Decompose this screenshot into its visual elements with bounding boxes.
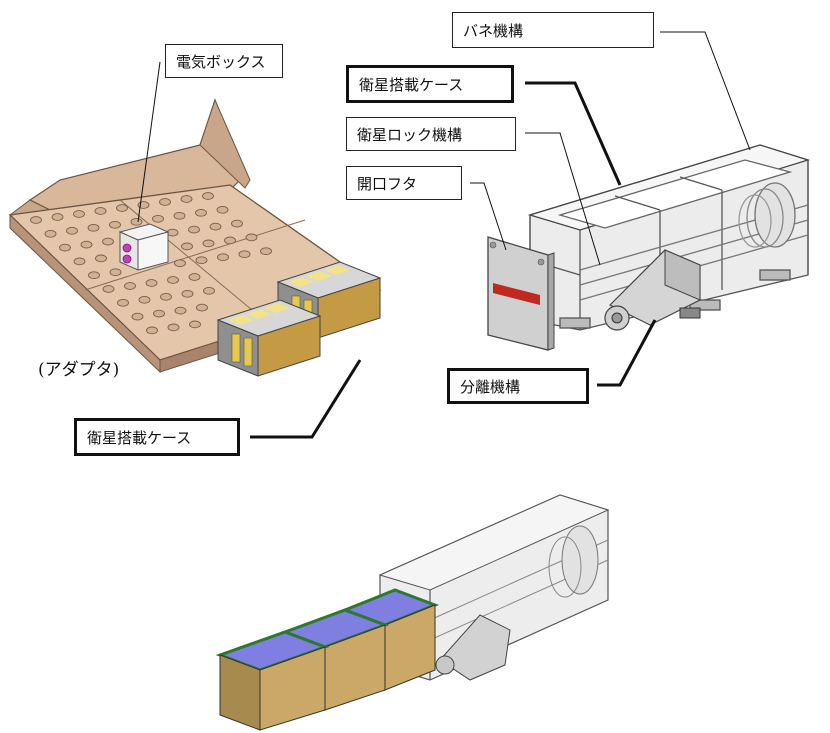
adapter-peg: [202, 239, 215, 248]
label-spring-mechanism: バネ機構: [452, 12, 654, 48]
open-lid-illustration: [487, 236, 555, 351]
adapter-peg: [174, 306, 187, 315]
label-electric-box: 電気ボックス: [165, 44, 283, 78]
adapter-peg: [109, 220, 121, 229]
small-case-2: [216, 299, 322, 377]
adapter-peg: [231, 219, 243, 228]
adapter-peg: [174, 259, 186, 268]
adapter-peg: [146, 326, 158, 335]
adapter-peg: [152, 214, 164, 223]
adapter-peg: [209, 222, 222, 231]
adapter-peg: [94, 207, 107, 215]
adapter-peg: [145, 279, 158, 287]
label-satellite-lock: 衛星ロック機構: [346, 117, 516, 151]
adapter-peg: [73, 210, 85, 218]
leader-lock: [525, 132, 601, 266]
adapter-peg: [131, 312, 144, 321]
adapter-peg: [238, 250, 251, 259]
adapter-peg: [159, 198, 171, 206]
label-open-lid: 開口フタ: [346, 166, 462, 200]
adapter-peg: [260, 247, 272, 256]
adapter-peg: [87, 223, 100, 232]
adapter-peg: [180, 195, 193, 203]
adapter-peg: [224, 236, 236, 245]
adapter-illustration: [8, 98, 382, 377]
case-frame-illustration: [527, 144, 811, 331]
label-separation-mechanism: 分離機構: [447, 368, 589, 404]
adapter-peg: [173, 211, 186, 220]
leader-electric-box: [137, 61, 161, 223]
label-case-left: 衛星搭載ケース: [74, 418, 240, 456]
leader-case-right: [525, 81, 622, 186]
adapter-peg: [30, 216, 42, 224]
leader-lid: [470, 182, 507, 251]
adapter-peg: [167, 276, 179, 284]
adapter-peg: [80, 240, 93, 249]
adapter-peg: [66, 226, 78, 235]
label-adapter: (アダプタ): [38, 360, 120, 380]
adapter-peg: [189, 320, 201, 329]
adapter-peg: [181, 242, 193, 251]
adapter-peg: [153, 309, 165, 318]
adapter-peg: [216, 205, 229, 214]
adapter-peg: [109, 268, 122, 277]
adapter-peg: [160, 292, 172, 301]
leader-spring: [660, 31, 751, 151]
adapter-peg: [181, 289, 194, 298]
adapter-peg: [245, 233, 258, 242]
adapter-peg: [195, 256, 208, 265]
leader-case-left: [250, 359, 362, 439]
adapter-peg: [166, 228, 179, 237]
adapter-peg: [203, 286, 215, 295]
label-case-right: 衛星搭載ケース: [346, 65, 514, 103]
adapter-peg: [202, 192, 214, 200]
adapter-peg: [124, 282, 136, 290]
adapter-peg: [102, 237, 114, 246]
adapter-peg: [188, 273, 201, 281]
adapter-peg: [73, 257, 86, 266]
combined-assembly-illustration: [215, 494, 610, 731]
adapter-pegs: [30, 192, 272, 335]
adapter-peg: [196, 303, 208, 312]
adapter-peg: [88, 271, 100, 280]
adapter-peg: [59, 243, 71, 252]
adapter-peg: [51, 213, 64, 221]
separation-mechanism-illustration: [604, 249, 701, 331]
adapter-peg: [102, 285, 115, 293]
adapter-peg: [217, 253, 229, 262]
adapter-peg: [167, 323, 180, 332]
adapter-peg: [116, 204, 128, 212]
adapter-peg: [44, 229, 57, 238]
adapter-peg: [138, 295, 151, 304]
adapter-peg: [130, 217, 143, 226]
adapter-peg: [117, 298, 129, 307]
adapter-peg: [188, 225, 200, 234]
adapter-peg: [195, 208, 207, 217]
leader-separation: [597, 319, 657, 387]
leader-lines: [137, 31, 751, 439]
adapter-peg: [95, 254, 107, 263]
